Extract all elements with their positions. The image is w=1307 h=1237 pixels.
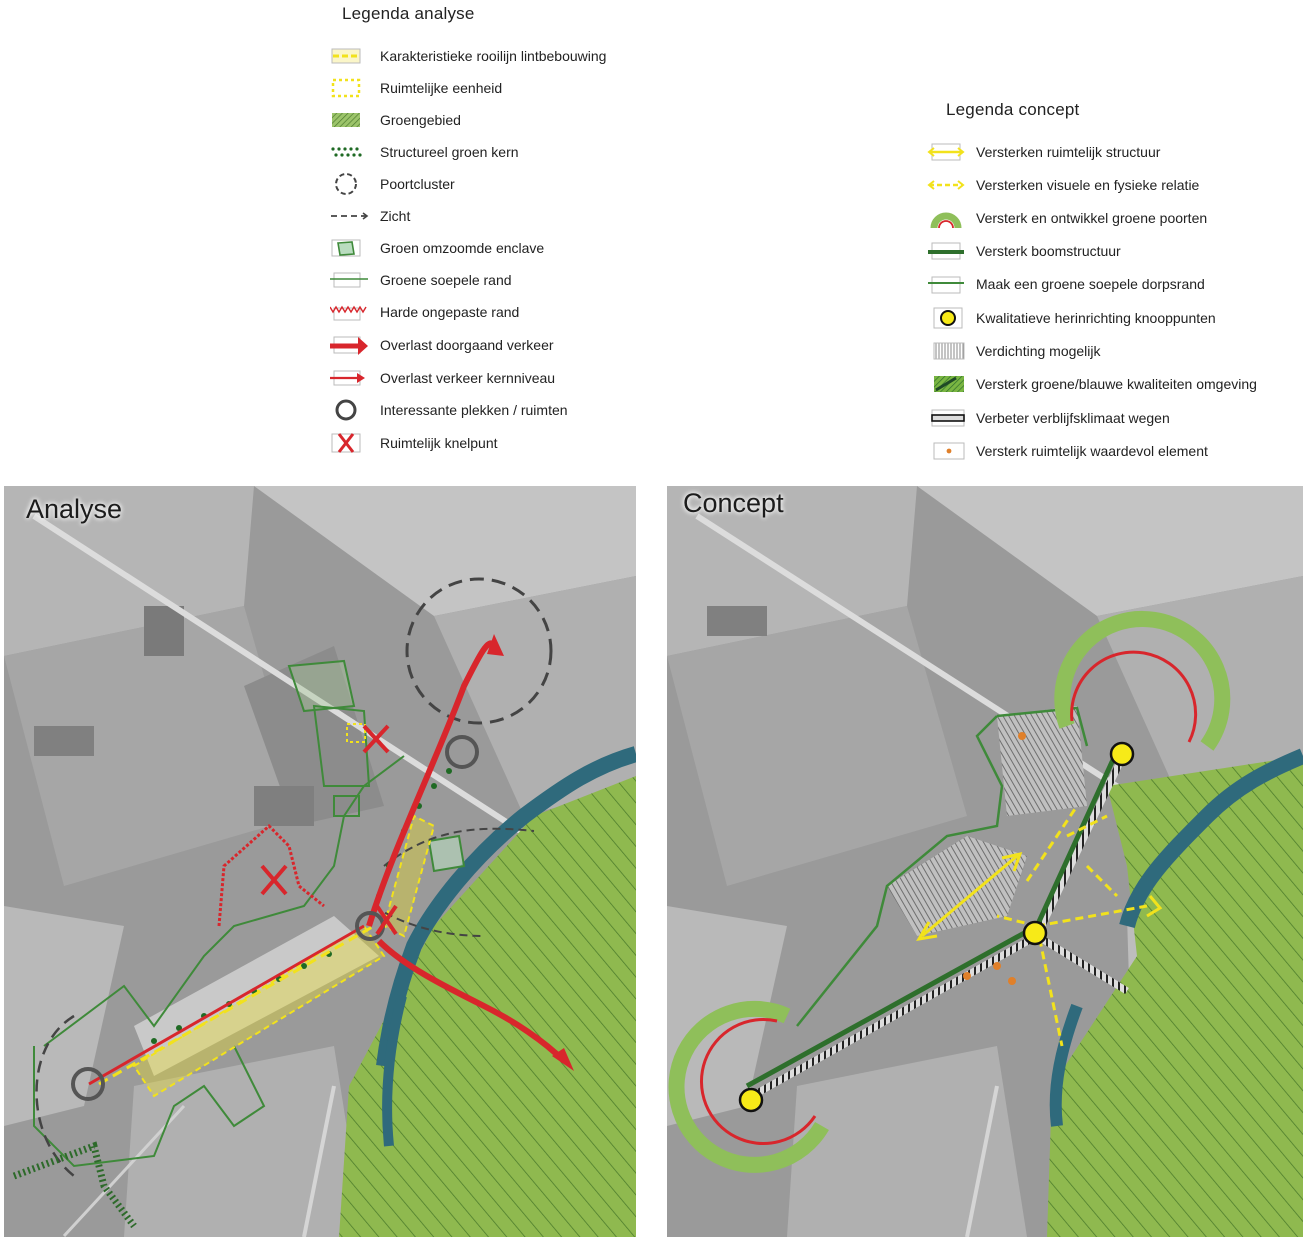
grey-hatch-icon [926, 339, 966, 363]
legend-item: Karakteristieke rooilijn lintbebouwing [330, 44, 606, 68]
green-blue-hatch-icon [926, 372, 966, 396]
grey-ring-icon [330, 398, 370, 422]
legend-item: Poortcluster [330, 172, 455, 196]
dashed-arrow-icon [330, 204, 370, 228]
thick-red-arrow-icon [330, 333, 370, 357]
legend-item: Structureel groen kern [330, 140, 519, 164]
legend-concept-title: Legenda concept [946, 100, 1080, 119]
red-zigzag-icon [330, 300, 370, 324]
legend-item: Groengebied [330, 108, 461, 132]
legend-item: Maak een groene soepele dorpsrand [926, 272, 1205, 296]
yellow-dashed-band-icon [330, 44, 370, 68]
dark-green-line-icon [926, 239, 966, 263]
map-analyse-title: Analyse [26, 494, 123, 524]
legend-item: Groene soepele rand [330, 268, 512, 292]
legend-item: Zicht [330, 204, 410, 228]
legend-item: Versterk ruimtelijk waardevol element [926, 439, 1208, 463]
map-concept-title: Concept [683, 488, 784, 518]
orange-dot-icon [926, 439, 966, 463]
map-analyse[interactable]: Analyse [4, 486, 636, 1237]
legend-item: Groen omzoomde enclave [330, 236, 544, 260]
green-thin-line-icon [926, 272, 966, 296]
legend-item: Kwalitatieve herinrichting knooppunten [926, 306, 1216, 330]
legend-item: Harde ongepaste rand [330, 300, 519, 324]
yellow-dotted-box-icon [330, 76, 370, 100]
legend-item: Versterk boomstructuur [926, 239, 1121, 263]
green-line-icon [330, 268, 370, 292]
analyse-map-graphic [4, 486, 636, 1237]
map-concept[interactable]: Concept [667, 486, 1303, 1237]
road-hatch-icon [926, 406, 966, 430]
legend-item: Overlast verkeer kernniveau [330, 366, 555, 390]
green-dots-row-icon [330, 140, 370, 164]
yellow-double-arrow-icon [926, 140, 966, 164]
legend-item: Versterken ruimtelijk structuur [926, 140, 1160, 164]
legend-analyse-title: Legenda analyse [342, 4, 475, 23]
legend-item: Verbeter verblijfsklimaat wegen [926, 406, 1170, 430]
green-hatched-area-icon [330, 108, 370, 132]
legend-item: Versterken visuele en fysieke relatie [926, 173, 1199, 197]
thin-red-arrow-icon [330, 366, 370, 390]
dashed-circle-icon [330, 172, 370, 196]
concept-map-graphic [667, 486, 1303, 1237]
legend-concept: Legenda concept Versterken ruimtelijk st… [926, 96, 1296, 466]
legend-item: Ruimtelijke eenheid [330, 76, 502, 100]
legend-item: Versterk en ontwikkel groene poorten [926, 206, 1207, 230]
green-gate-arc-icon [926, 206, 966, 230]
legend-item: Interessante plekken / ruimten [330, 398, 568, 422]
legend-item: Ruimtelijk knelpunt [330, 431, 498, 455]
green-outlined-square-icon [330, 236, 370, 260]
legend-item: Verdichting mogelijk [926, 339, 1101, 363]
yellow-dashed-arrow-icon [926, 173, 966, 197]
legend-item: Overlast doorgaand verkeer [330, 333, 554, 357]
yellow-node-icon [926, 306, 966, 330]
red-cross-icon [330, 431, 370, 455]
legend-analyse: Legenda analyse Karakteristieke rooilijn… [330, 0, 660, 460]
legend-item: Versterk groene/blauwe kwaliteiten omgev… [926, 372, 1257, 396]
